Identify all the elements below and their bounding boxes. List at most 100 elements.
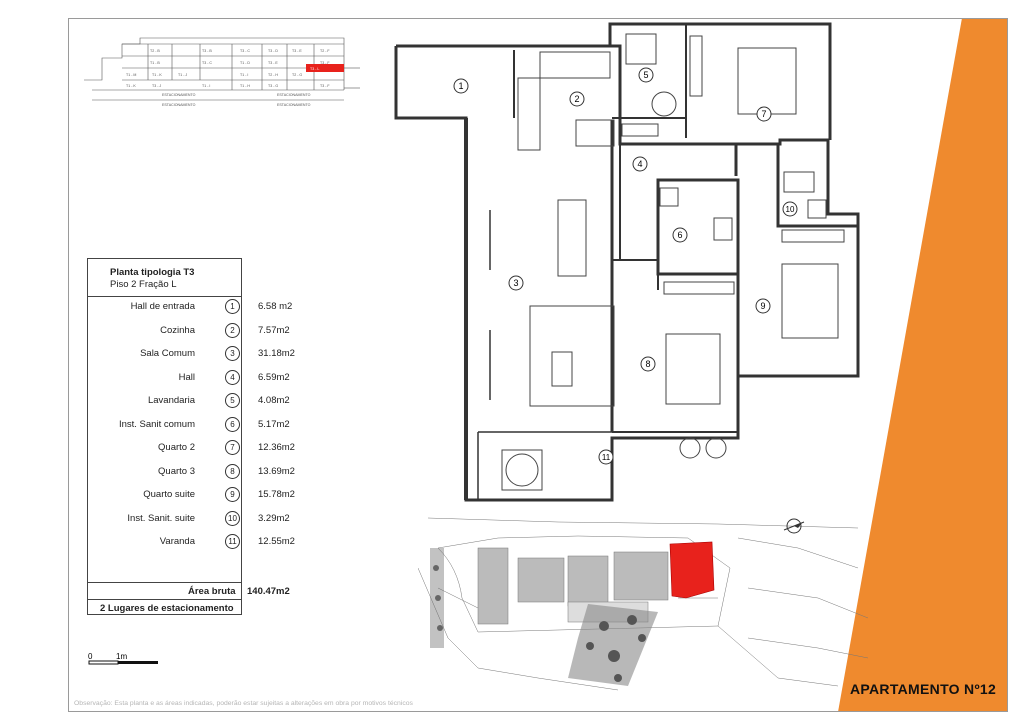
room-marker-9: 9 bbox=[755, 298, 771, 314]
section-unit-label: T1 - K bbox=[126, 84, 136, 88]
garage-label: ESTACIONAMENTO bbox=[162, 103, 196, 107]
room-name: Sala Comum bbox=[140, 348, 195, 359]
table-row: Quarto 2 7 12.36m2 bbox=[88, 440, 295, 458]
room-name: Lavandaria bbox=[147, 395, 195, 406]
room-number-badge: 4 bbox=[225, 369, 240, 385]
room-number: 3 bbox=[513, 278, 518, 288]
scale-zero-label: 0 bbox=[88, 652, 93, 661]
table-row: Hall 4 6.59m2 bbox=[88, 369, 290, 388]
room-number: 1 bbox=[458, 81, 463, 91]
section-unit-label: T2 - B bbox=[150, 49, 160, 53]
room-name: Quarto suite bbox=[143, 489, 195, 500]
garage-label: ESTACIONAMENTO bbox=[277, 93, 311, 97]
room-number: 8 bbox=[645, 359, 650, 369]
room-marker-2: 2 bbox=[569, 91, 585, 107]
room-number-badge: 7 bbox=[225, 440, 240, 455]
room-marker-4: 4 bbox=[632, 156, 648, 172]
room-marker-8: 8 bbox=[640, 356, 656, 372]
room-name: Hall de entrada bbox=[130, 301, 195, 312]
table-row: Cozinha 2 7.57m2 bbox=[88, 322, 290, 341]
section-unit-label: T1 - D bbox=[240, 61, 250, 65]
room-number-badge: 9 bbox=[225, 487, 240, 502]
total-row: Área bruta 140.47m2 bbox=[88, 582, 290, 600]
room-name: Varanda bbox=[159, 536, 195, 547]
section-unit-label: T1 - J bbox=[178, 73, 187, 77]
room-number-badge: 8 bbox=[225, 463, 240, 479]
section-unit-label: T2 - H bbox=[268, 73, 278, 77]
room-area: 31.18m2 bbox=[258, 348, 295, 359]
room-area: 6.58 m2 bbox=[258, 301, 293, 312]
section-unit-label: T1 - K bbox=[152, 73, 162, 77]
room-number-badge: 10 bbox=[225, 510, 240, 526]
room-area: 15.78m2 bbox=[258, 489, 295, 500]
table-title: Planta tipologia T3 bbox=[110, 267, 195, 278]
total-value: 140.47m2 bbox=[247, 586, 290, 597]
section-unit-label: T3 - F bbox=[320, 61, 330, 65]
footnote: Observação: Esta planta e as áreas indic… bbox=[74, 700, 413, 707]
scale-unit-label: 1m bbox=[116, 652, 127, 661]
section-unit-label: T3 - G bbox=[268, 84, 278, 88]
room-number-badge: 1 bbox=[225, 299, 240, 314]
section-unit-label: T1 - I bbox=[202, 84, 210, 88]
apartment-highlight bbox=[669, 541, 715, 599]
room-number: 4 bbox=[637, 159, 642, 169]
room-number: 5 bbox=[643, 70, 648, 80]
section-unit-label: T3 - C bbox=[240, 49, 250, 53]
room-marker-1: 1 bbox=[453, 78, 469, 94]
room-name: Quarto 3 bbox=[158, 465, 195, 477]
section-unit-label: T3 - J bbox=[152, 84, 161, 88]
site-plan bbox=[417, 508, 873, 694]
table-row: Quarto suite 9 15.78m2 bbox=[88, 487, 295, 505]
building-section-drawing: T2 - B T3 - B T3 - C T3 - D T3 - E T2 - … bbox=[82, 28, 362, 108]
site-plan-svg bbox=[417, 517, 869, 691]
room-area: 7.57m2 bbox=[258, 324, 290, 336]
table-row: Hall de entrada 1 6.58 m2 bbox=[88, 299, 292, 317]
room-area: 12.36m2 bbox=[258, 442, 295, 453]
room-name: Inst. Sanit. suite bbox=[127, 512, 195, 524]
room-number-badge: 3 bbox=[225, 346, 240, 361]
page-frame bbox=[68, 18, 1008, 712]
room-area: 4.08m2 bbox=[258, 395, 290, 406]
room-area: 6.59m2 bbox=[258, 371, 290, 383]
apartment-title: APARTAMENTO Nº12 bbox=[850, 681, 997, 697]
section-unit-label: T2 - G bbox=[292, 73, 302, 77]
building-section-svg: T2 - B T3 - B T3 - C T3 - D T3 - E T2 - … bbox=[84, 37, 360, 107]
room-number: 9 bbox=[760, 301, 765, 311]
room-marker-10: 10 bbox=[782, 201, 798, 217]
section-unit-label: T1 - I bbox=[240, 73, 248, 77]
north-arrow-icon bbox=[783, 518, 805, 534]
room-marker-11: 11 bbox=[598, 449, 614, 465]
room-number-badge: 6 bbox=[225, 416, 240, 432]
room-number: 7 bbox=[761, 109, 766, 119]
room-name: Hall bbox=[178, 371, 195, 383]
room-marker-7: 7 bbox=[756, 106, 772, 122]
table-row: Inst. Sanit. suite 10 3.29m2 bbox=[88, 510, 290, 529]
section-unit-label: T1 - B bbox=[150, 61, 160, 65]
room-name: Inst. Sanit comum bbox=[118, 418, 195, 430]
section-unit-label: T1 - H bbox=[240, 84, 250, 88]
room-number-badge: 2 bbox=[225, 322, 240, 338]
room-number: 10 bbox=[786, 205, 795, 214]
room-markers: 1 2 3 4 5 6 7 8 9 10 11 bbox=[453, 67, 798, 465]
garage-label: ESTACIONAMENTO bbox=[277, 103, 311, 107]
highlighted-unit bbox=[306, 64, 344, 72]
total-label: Área bruta bbox=[188, 586, 236, 597]
scale-bar: 0 1m bbox=[88, 652, 158, 665]
room-area: 3.29m2 bbox=[258, 512, 290, 524]
room-marker-5: 5 bbox=[638, 67, 654, 83]
room-marker-3: 3 bbox=[508, 275, 524, 291]
section-unit-label: T3 - D bbox=[268, 49, 278, 53]
room-area: 12.55m2 bbox=[258, 536, 295, 547]
room-number: 6 bbox=[677, 230, 682, 240]
room-name: Quarto 2 bbox=[158, 442, 195, 453]
room-number: 2 bbox=[574, 94, 579, 104]
section-unit-label: T3 - E bbox=[292, 49, 302, 53]
room-name: Cozinha bbox=[160, 324, 195, 336]
parking-label: 2 Lugares de estacionamento bbox=[100, 603, 234, 614]
section-unit-label: T3 - F bbox=[320, 84, 330, 88]
